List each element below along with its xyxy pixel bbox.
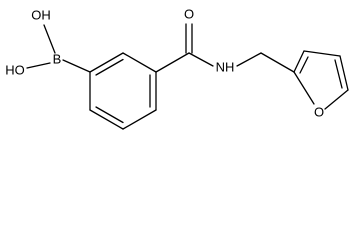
ring-bond-2: [122, 52, 157, 73]
benzene-ring: [89, 52, 157, 130]
furan-c2-o: [293, 71, 315, 105]
furfuryl-group: [236, 50, 349, 110]
amide-nh-label: NH: [216, 60, 235, 75]
bond-carbonyl-n: [188, 52, 214, 67]
bond-b-ring: [62, 59, 91, 73]
ring-double-1: [95, 58, 124, 76]
ring-bond-5: [89, 109, 124, 130]
furan-double-1: [334, 59, 343, 89]
boronic-acid-group: [26, 24, 91, 73]
furan-oxygen-label: O: [314, 105, 324, 120]
ring-bond-4: [122, 109, 157, 130]
oh-left-label: HO: [5, 63, 25, 78]
ring-double-3: [95, 106, 124, 124]
furan-o-c5: [324, 89, 349, 110]
furan-c4-c3: [303, 50, 341, 57]
ring-bond-1: [89, 52, 124, 73]
bond-b-oh-top: [43, 24, 56, 54]
molecule-structure: OH HO B O NH O: [5, 7, 349, 130]
bond-n-ch2: [236, 52, 262, 67]
boron-label: B: [53, 52, 62, 67]
bond-b-oh-left: [26, 62, 51, 69]
carbonyl-oxygen-label: O: [184, 7, 194, 22]
bond-ring-carbonyl: [155, 52, 190, 73]
furan-c3-c2: [293, 50, 305, 73]
oh-top-label: OH: [31, 8, 51, 23]
amide-group: [155, 23, 214, 73]
furan-double-2: [299, 56, 309, 74]
furan-c5-c4: [339, 55, 349, 91]
bond-ch2-furan: [260, 52, 295, 73]
